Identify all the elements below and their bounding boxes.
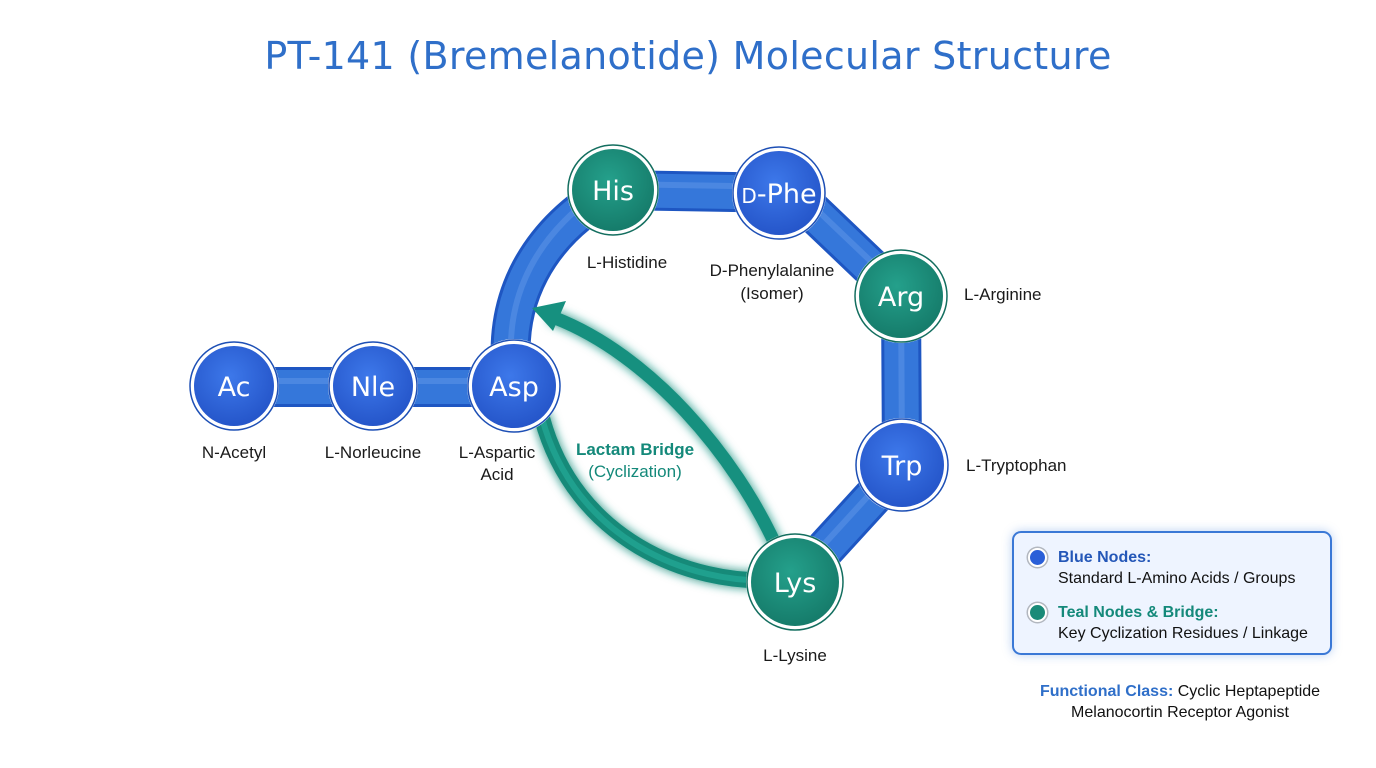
name-lys: L-Lysine <box>763 646 827 665</box>
node-dphe-label: D-Phe <box>741 179 816 210</box>
legend-teal-title: Teal Nodes & Bridge: <box>1058 604 1219 621</box>
teal-dot-icon <box>1028 603 1047 622</box>
functional-class: Functional Class: Cyclic Heptapeptide Me… <box>1020 681 1340 723</box>
page-title: PT-141 (Bremelanotide) Molecular Structu… <box>264 34 1112 78</box>
name-his: L-Histidine <box>587 253 667 272</box>
legend-blue-desc: Standard L-Amino Acids / Groups <box>1058 570 1296 587</box>
bridge-arrow-shaft <box>548 311 784 555</box>
functional-class-line1: Functional Class: Cyclic Heptapeptide <box>1020 681 1340 702</box>
legend-blue-title: Blue Nodes: <box>1058 549 1152 566</box>
bridge-arrowhead <box>532 301 566 331</box>
legend-teal-desc: Key Cyclization Residues / Linkage <box>1058 625 1308 642</box>
node-asp: Asp <box>467 339 561 433</box>
name-arg: L-Arginine <box>964 285 1042 304</box>
functional-class-value: Cyclic Heptapeptide <box>1177 683 1321 700</box>
name-dphe-line1: D-Phenylalanine <box>710 261 835 280</box>
name-ac: N-Acetyl <box>202 443 266 462</box>
node-his: His <box>567 144 659 236</box>
node-his-label: His <box>592 176 634 207</box>
name-nle: L-Norleucine <box>325 443 421 462</box>
functional-class-label: Functional Class: <box>1039 683 1174 700</box>
node-arg-label: Arg <box>878 282 924 313</box>
bridge-label-line2: (Cyclization) <box>588 462 682 481</box>
bridge-label-line1: Lactam Bridge <box>576 440 694 459</box>
functional-class-line2: Melanocortin Receptor Agonist <box>1071 704 1289 721</box>
blue-dot-icon <box>1028 548 1047 567</box>
node-lys: Lys <box>746 533 844 631</box>
name-dphe-line2: (Isomer) <box>740 284 803 303</box>
bridge-band-inner <box>539 415 778 584</box>
node-trp: Trp <box>855 418 949 512</box>
node-nle-label: Nle <box>351 372 395 403</box>
node-ac: Ac <box>189 341 279 431</box>
node-dphe: D-Phe <box>732 146 826 240</box>
node-asp-label: Asp <box>489 372 539 403</box>
node-lys-label: Lys <box>774 568 817 599</box>
node-nle: Nle <box>328 341 418 431</box>
name-trp: L-Tryptophan <box>966 456 1066 475</box>
name-asp-line1: L-Aspartic <box>459 443 536 462</box>
legend-box: Blue Nodes: Standard L-Amino Acids / Gro… <box>1012 531 1332 655</box>
node-trp-label: Trp <box>881 451 923 482</box>
lactam-bridge <box>532 301 784 589</box>
node-arg: Arg <box>854 249 948 343</box>
name-asp-line2: Acid <box>480 465 513 484</box>
node-ac-label: Ac <box>218 372 251 403</box>
